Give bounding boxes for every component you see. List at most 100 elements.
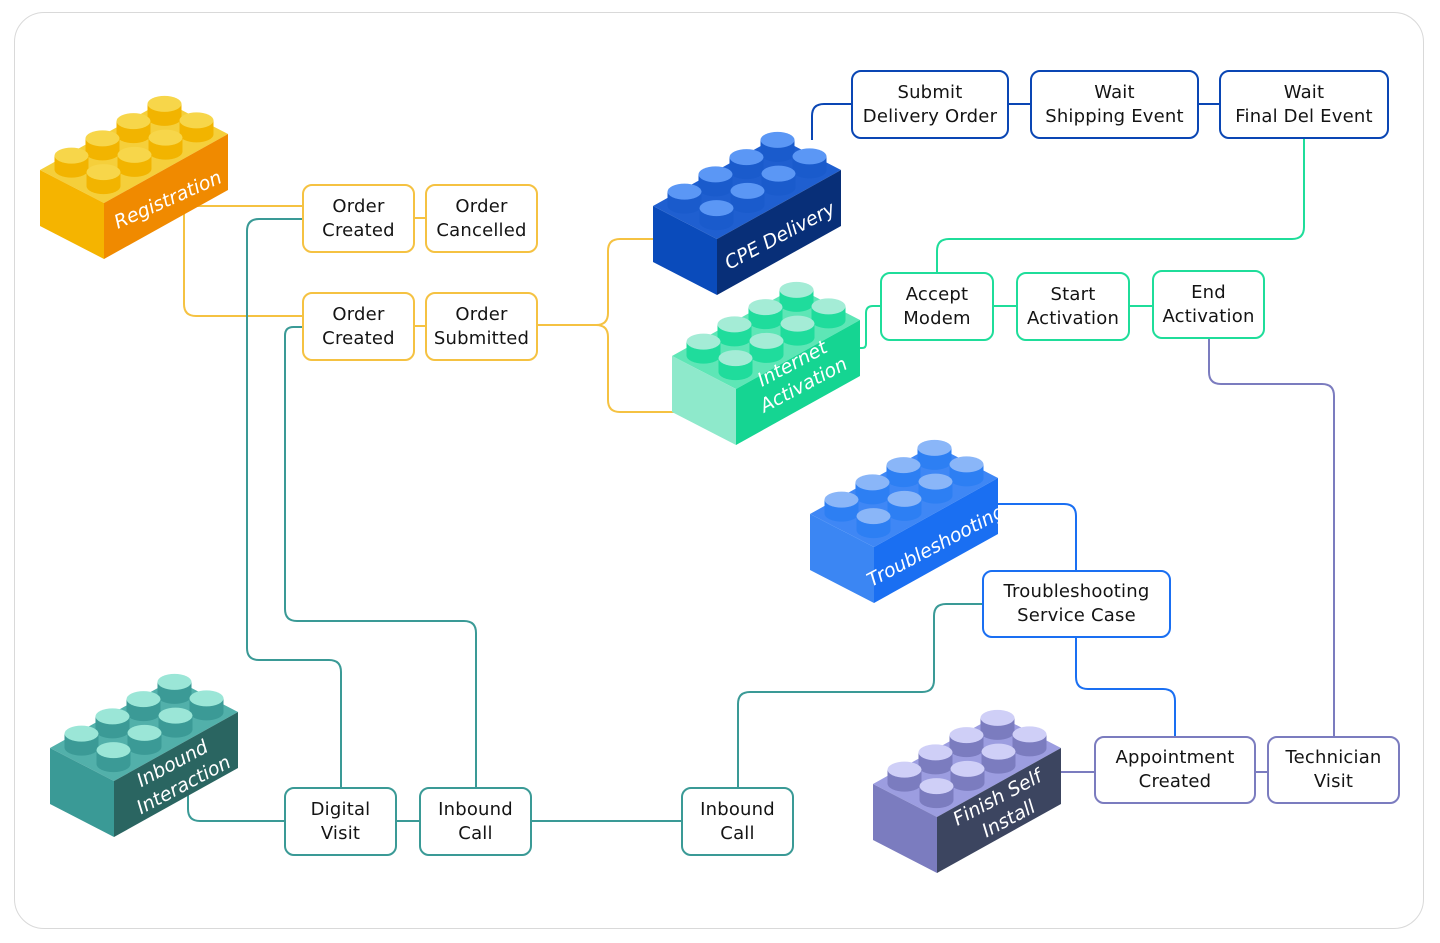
brick-stud [1012,726,1047,757]
node-troubleshooting-service-case[interactable]: Troubleshooting Service Case [982,570,1171,638]
connector-troubleshooting-service-case-to-appointment-created [1075,638,1176,736]
brick-stud [179,112,214,143]
node-label: Troubleshooting Service Case [1003,581,1150,626]
brick-stud [729,149,764,180]
brick-stud [792,148,827,179]
brick-right-face [874,478,998,603]
connector-internet-activation-to-accept-modem [858,305,880,349]
node-order-submitted[interactable]: Order Submitted [425,292,538,361]
brick-stud [918,473,953,504]
node-label: End Activation [1162,281,1255,327]
node-wait-shipping-event[interactable]: Wait Shipping Event [1030,70,1199,139]
brick-stud [95,708,130,739]
brick-internet-activation[interactable] [672,281,860,445]
connector-order-submitted-to-cpe-delivery [538,238,660,326]
node-label: Appointment Created [1115,747,1235,792]
brick-stud [96,742,131,773]
node-label: Order Submitted [433,303,530,349]
brick-stud [855,474,890,505]
connector-troubleshooting-service-case-to-inbound-call-2 [737,603,982,787]
node-accept-modem[interactable]: Accept Modem [880,272,994,341]
brick-right-face [937,748,1061,873]
brick-stud [761,165,796,196]
node-order-created-2[interactable]: Order Created [302,292,415,361]
connector-cpe-delivery-to-submit-delivery-order [811,103,851,140]
node-order-created-1[interactable]: Order Created [302,184,415,253]
connector-inbound-interaction-to-digital-visit [187,795,284,822]
node-label: Inbound Call [700,798,775,844]
brick-finish-self-install[interactable] [873,709,1061,873]
brick-stud [117,146,152,177]
brick-stud [887,761,922,792]
brick-stud [698,166,733,197]
connector-end-activation-to-technician-visit [1208,339,1335,736]
connector-order-submitted-to-internet-activation [538,324,680,413]
node-appointment-created[interactable]: Appointment Created [1094,736,1256,804]
node-technician-visit[interactable]: Technician Visit [1267,736,1400,804]
node-wait-final-del-event[interactable]: Wait Final Del Event [1219,70,1389,139]
brick-stud [919,778,954,809]
brick-left-face [653,206,717,295]
brick-stud [667,183,702,214]
connector-digital-visit-to-order-created-1 [246,218,342,787]
node-inbound-call-2[interactable]: Inbound Call [681,787,794,856]
brick-stud [748,299,783,330]
node-label: Technician Visit [1285,747,1382,792]
node-label: Order Created [322,303,395,349]
node-label: Order Cancelled [436,195,527,241]
brick-stud [949,456,984,487]
node-inbound-call-1[interactable]: Inbound Call [419,787,532,856]
brick-stud [699,200,734,231]
brick-stud [811,298,846,329]
brick-stud [116,113,151,144]
connector-troubleshooting-to-troubleshooting-service-case [996,503,1077,570]
brick-stud [949,727,984,758]
brick-stud [717,316,752,347]
brick-stud [950,760,985,791]
brick-stud [157,673,192,704]
connector-inbound-call-1-to-order-created-2 [284,326,477,787]
brick-stud [981,743,1016,774]
brick-stud [127,724,162,755]
brick-stud [780,315,815,346]
brick-right-face [114,712,238,837]
brick-left-face [810,514,874,603]
node-start-activation[interactable]: Start Activation [1016,272,1130,341]
brick-registration[interactable] [40,95,228,259]
node-end-activation[interactable]: End Activation [1152,270,1265,339]
brick-stud [980,709,1015,740]
brick-troubleshooting[interactable] [810,439,998,603]
brick-stud [917,439,952,470]
brick-stud [779,281,814,312]
brick-cpe-delivery[interactable] [653,131,841,295]
node-label: Start Activation [1026,283,1120,329]
brick-stud [856,508,891,539]
node-label: Wait Shipping Event [1045,81,1184,127]
connectors [183,103,1335,822]
brick-stud [760,131,795,162]
brick-left-face [50,748,114,837]
brick-stud [189,690,224,721]
brick-stud [126,691,161,722]
brick-inbound-interaction[interactable] [50,673,238,837]
brick-stud [918,744,953,775]
node-submit-delivery-order[interactable]: Submit Delivery Order [851,70,1009,139]
node-label: Digital Visit [310,798,371,844]
brick-stud [85,130,120,161]
brick-right-face [717,170,841,295]
node-label: Accept Modem [903,283,971,329]
brick-right-face [736,320,860,445]
brick-left-face [873,784,937,873]
brick-right-face [104,134,228,259]
brick-stud [54,147,89,178]
node-digital-visit[interactable]: Digital Visit [284,787,397,856]
brick-stud [824,491,859,522]
node-label: Order Created [322,195,395,241]
node-order-cancelled[interactable]: Order Cancelled [425,184,538,253]
brick-left-face [672,356,736,445]
brick-stud [686,333,721,364]
brick-stud [886,457,921,488]
connector-wait-final-del-event-to-accept-modem [936,139,1305,272]
